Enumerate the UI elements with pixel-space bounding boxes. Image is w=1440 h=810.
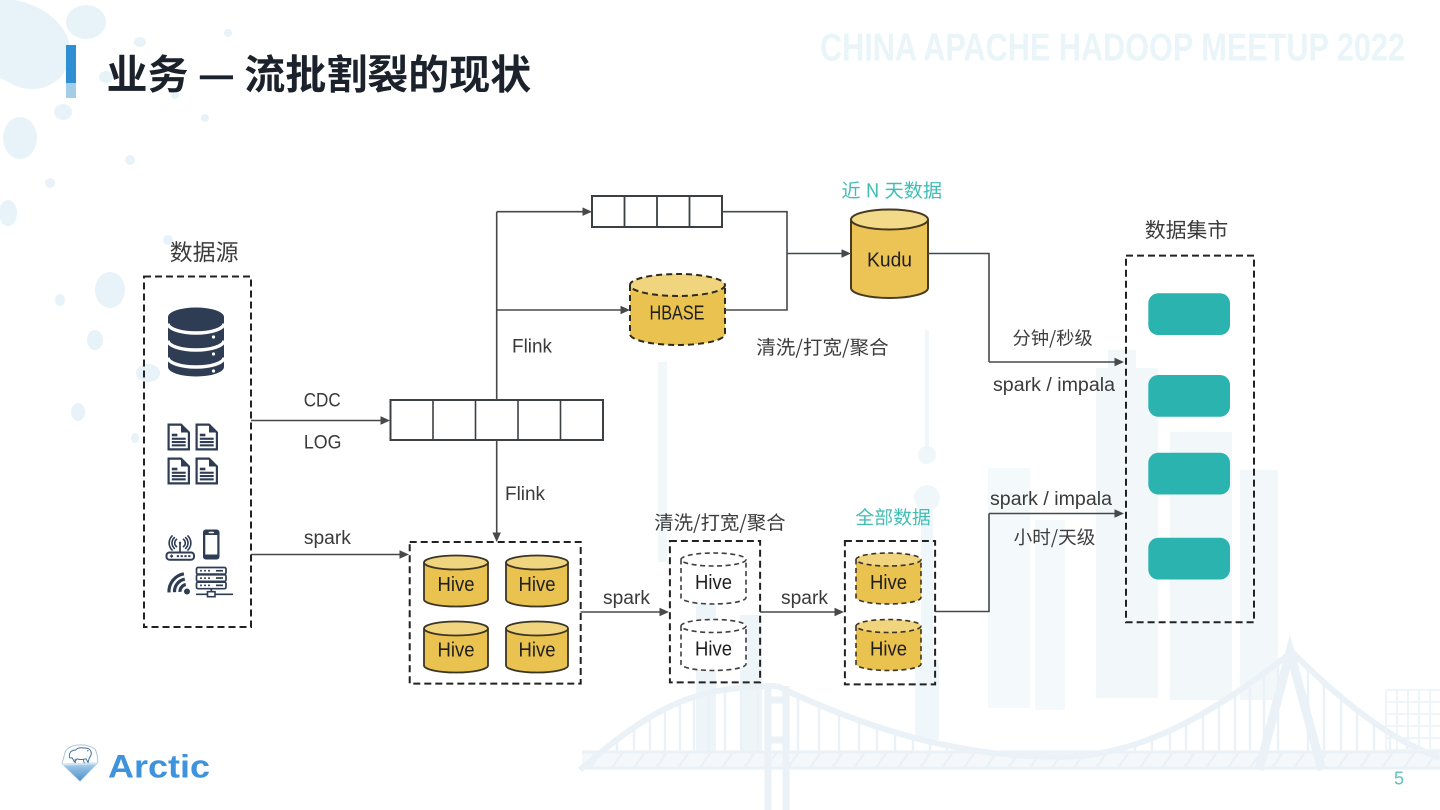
svg-text:Hive: Hive [695, 639, 732, 661]
svg-text:Flink: Flink [512, 337, 552, 358]
svg-text:Hive: Hive [870, 572, 907, 594]
svg-text:Arctic: Arctic [108, 749, 210, 785]
svg-text:CDC: CDC [304, 390, 341, 411]
svg-text:Hive: Hive [695, 572, 732, 594]
svg-text:spark / impala: spark / impala [993, 375, 1115, 396]
svg-text:spark / impala: spark / impala [990, 489, 1112, 510]
svg-text:Kudu: Kudu [867, 250, 912, 272]
svg-text:5: 5 [1394, 769, 1404, 789]
svg-text:spark: spark [603, 588, 650, 609]
svg-text:Hive: Hive [438, 574, 475, 596]
svg-text:spark: spark [781, 588, 828, 609]
svg-text:LOG: LOG [304, 432, 342, 453]
svg-text:Hive: Hive [870, 639, 907, 661]
svg-text:HBASE: HBASE [650, 303, 705, 325]
svg-text:Hive: Hive [519, 640, 556, 662]
svg-text:spark: spark [304, 528, 351, 549]
svg-text:Hive: Hive [519, 574, 556, 596]
svg-text:Hive: Hive [438, 640, 475, 662]
svg-text:Flink: Flink [505, 484, 545, 505]
svg-text:CHINA APACHE HADOOP MEETUP 202: CHINA APACHE HADOOP MEETUP 2022 [820, 27, 1405, 70]
